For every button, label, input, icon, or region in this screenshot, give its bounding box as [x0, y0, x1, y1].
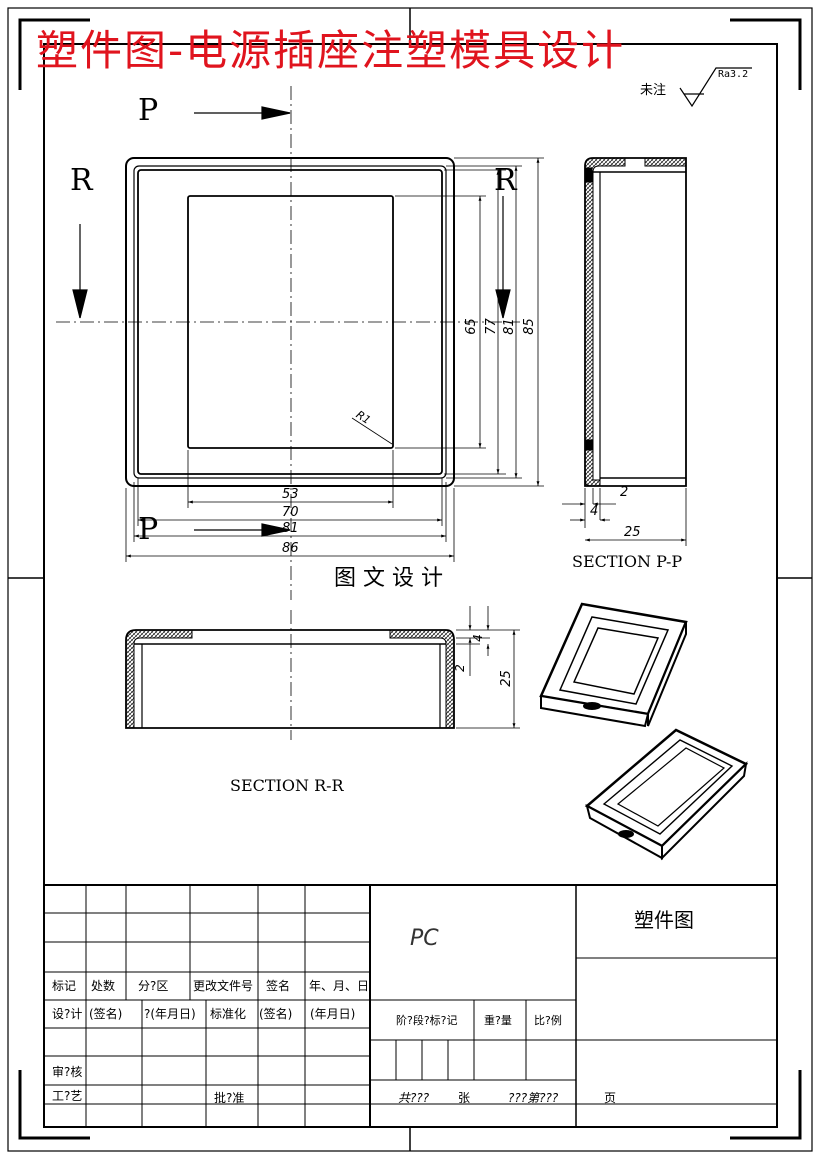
section-marker-p-top: P [138, 93, 159, 128]
design-label: 设?计 [52, 1007, 83, 1021]
dim-label-86: 86 [282, 541, 299, 556]
section-rr-label: SECTION R-R [230, 776, 344, 795]
stage-label: 阶?段?标?记 [396, 1014, 458, 1027]
dim-label-53: 53 [282, 487, 299, 502]
roughness-value: Ra3.2 [718, 69, 749, 80]
dim-label-pp-25: 25 [624, 525, 641, 540]
sheet-unit: 张 [458, 1091, 471, 1105]
page-label: 页 [604, 1091, 617, 1105]
rev-header-mark: 标记 [52, 979, 77, 993]
approve-label: 批?准 [214, 1091, 245, 1105]
rev-header-sign: 签名 [266, 979, 291, 993]
dim-label-70: 70 [282, 505, 299, 520]
rev-header-zone: 分?区 [138, 979, 169, 993]
standard-label: 标准化 [210, 1007, 247, 1021]
section-rr [125, 606, 520, 740]
dim-label-65: 65 [463, 318, 479, 335]
standard-date: (年月日) [310, 1007, 356, 1021]
weight-label: 重?量 [484, 1014, 512, 1027]
roughness-note: 未注 [640, 83, 667, 98]
watermark-text: 图 文 设 计 [334, 566, 443, 591]
isometric-view-top [539, 602, 688, 728]
review-label: 审?核 [52, 1065, 83, 1079]
sheet-total: 共??? [398, 1091, 430, 1105]
section-arrows [72, 106, 511, 537]
dim-label-77: 77 [483, 318, 499, 335]
sheet-number: ???第??? [508, 1091, 559, 1105]
drawing-name: 塑件图 [634, 908, 694, 932]
drawing-title: 塑件图-电源插座注塑模具设计 [36, 26, 626, 75]
title-block-grid [43, 884, 778, 1128]
rev-header-count: 处数 [91, 979, 116, 993]
dim-label-pp-2: 2 [620, 485, 629, 500]
section-marker-p-bottom: P [138, 512, 159, 547]
dim-label-rr-4: 4 [470, 634, 485, 642]
dim-label-rr-25: 25 [498, 670, 514, 687]
material-field: PC [410, 926, 439, 951]
standard-sign: (签名) [259, 1007, 293, 1021]
dim-label-81-v: 81 [501, 318, 517, 335]
front-view [56, 86, 520, 600]
dim-label-85: 85 [521, 318, 537, 335]
section-marker-r-left: R [70, 163, 93, 198]
rev-header-doc: 更改文件号 [193, 979, 254, 993]
design-sign: (签名) [89, 1007, 123, 1021]
section-pp-label: SECTION P-P [572, 552, 683, 571]
horizontal-dimensions [125, 450, 455, 562]
process-label: 工?艺 [52, 1089, 83, 1103]
roughness-symbol-icon [679, 67, 752, 108]
design-date: ?(年月日) [144, 1007, 196, 1021]
vertical-dimensions [395, 157, 544, 487]
section-pp [562, 157, 687, 546]
scale-label: 比?例 [534, 1014, 562, 1027]
dim-label-pp-4: 4 [590, 504, 599, 519]
dim-label-81-h: 81 [282, 521, 299, 536]
section-marker-r-right: R [494, 163, 517, 198]
dim-label-rr-2: 2 [452, 664, 467, 672]
isometric-view-bottom [584, 728, 749, 861]
rev-header-date: 年、月、日 [309, 979, 370, 993]
